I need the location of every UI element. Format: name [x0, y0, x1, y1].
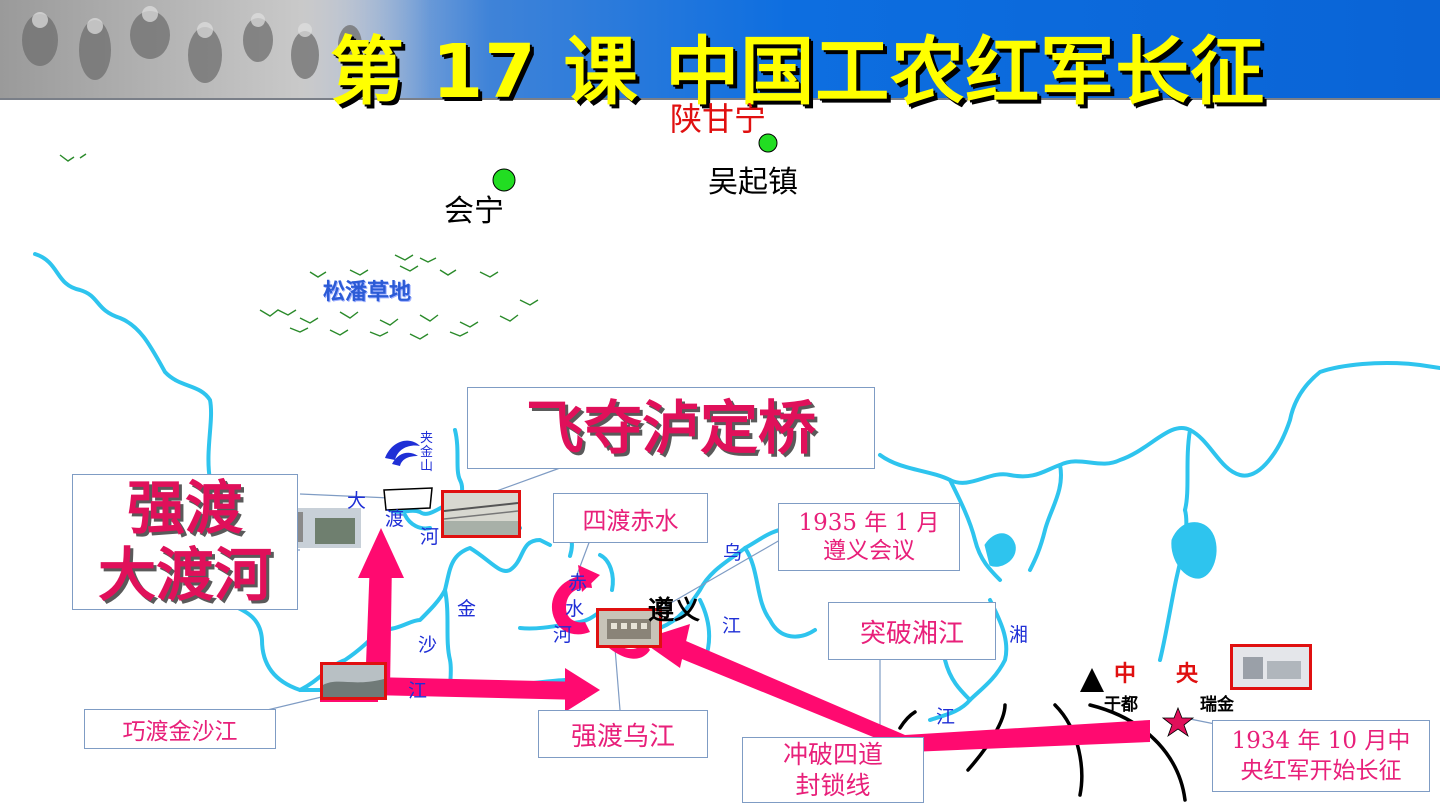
fengsuo-line-2: 封锁线: [795, 771, 871, 800]
chishui-river-char-3: 河: [553, 624, 573, 646]
xiang-river-char-1: 湘: [1009, 624, 1029, 646]
shaanganning-label: 陕甘宁: [670, 100, 767, 138]
zunyi-label: 遵义: [648, 596, 701, 626]
jiajinshan-label: 夹金山: [420, 431, 434, 474]
jinsha-river-char-3: 江: [408, 680, 428, 702]
zunyi-meeting-callout: 1935 年 1 月 遵义会议: [778, 503, 960, 571]
chishui-river-char-1: 赤: [568, 572, 588, 594]
wujiang-callout: 强渡乌江: [538, 710, 708, 758]
zunyi-meeting-line-2: 遵义会议: [823, 538, 915, 564]
header-divider: [0, 98, 1440, 100]
luding-bridge-text: 飞夺泸定桥: [525, 393, 816, 462]
jinsha-river-char-2: 沙: [418, 634, 438, 656]
route-arrows: [320, 528, 1150, 752]
zunyi-meeting-line-1: 1935 年 1 月: [798, 510, 940, 536]
xiang-river-char-2: 江: [936, 706, 956, 728]
jinshajiang-text: 巧渡金沙江: [122, 719, 238, 745]
fengsuo-callout: 冲破四道 封锁线: [742, 737, 924, 803]
river-lines: [33, 252, 1440, 722]
zunyi-building-photo: [596, 608, 662, 648]
zhongyang-label-2: 央: [1176, 662, 1199, 687]
mountain-wave-symbol: [385, 440, 420, 466]
wuqizhen-label: 吴起镇: [708, 165, 798, 200]
ruijin-star-icon: [1161, 706, 1195, 738]
jinshajiang-callout: 巧渡金沙江: [84, 709, 276, 749]
sidu-chishui-callout: 四渡赤水: [553, 493, 708, 543]
wu-river-char-2: 江: [722, 615, 742, 637]
ruijin-photo: [1230, 644, 1312, 690]
start-line-1: 1934 年 10 月中: [1231, 728, 1411, 754]
dadu-river-char-2: 渡: [385, 508, 405, 530]
songpan-grassland-label: 松潘草地: [323, 280, 412, 305]
jinsha-photo: [320, 662, 387, 700]
zhongyang-label-1: 中: [1114, 662, 1137, 687]
long-march-start-callout: 1934 年 10 月中 央红军开始长征: [1212, 720, 1430, 792]
start-line-2: 央红军开始长征: [1240, 758, 1402, 784]
relief-sculpture-image: [0, 0, 430, 98]
xiangjiang-callout: 突破湘江: [828, 602, 996, 660]
grass-marks: [59, 153, 539, 340]
fengsuo-line-1: 冲破四道: [782, 740, 883, 769]
dadu-river-char-1: 大: [347, 490, 367, 512]
qiangdu-dadu-callout: 强渡 大渡河: [72, 474, 298, 610]
qiangdu-line-2: 大渡河: [97, 541, 272, 609]
bridge-outline: [383, 487, 433, 511]
dadu-river-char-3: 河: [420, 526, 440, 548]
wujiang-text: 强渡乌江: [570, 721, 675, 752]
yudu-triangle-marker: [1080, 668, 1104, 692]
luding-bridge-callout: 飞夺泸定桥: [467, 387, 875, 469]
slide-title: 第 17 课 中国工农红军长征: [330, 29, 1266, 115]
chishui-river-char-2: 水: [565, 598, 585, 620]
wuqizhen-dot: [758, 133, 778, 153]
huining-dot: [492, 168, 516, 192]
sidu-chishui-text: 四渡赤水: [582, 506, 679, 535]
yudu-label: 于都: [1104, 695, 1138, 715]
jinsha-river-char-1: 金: [457, 598, 477, 620]
huining-label: 会宁: [444, 194, 504, 229]
luding-bridge-photo: [441, 490, 521, 538]
ruijin-label: 瑞金: [1200, 695, 1234, 715]
wu-river-char-1: 乌: [723, 542, 743, 564]
qiangdu-line-1: 强渡: [126, 474, 243, 543]
lakes: [984, 522, 1217, 579]
xiangjiang-text: 突破湘江: [859, 618, 964, 649]
